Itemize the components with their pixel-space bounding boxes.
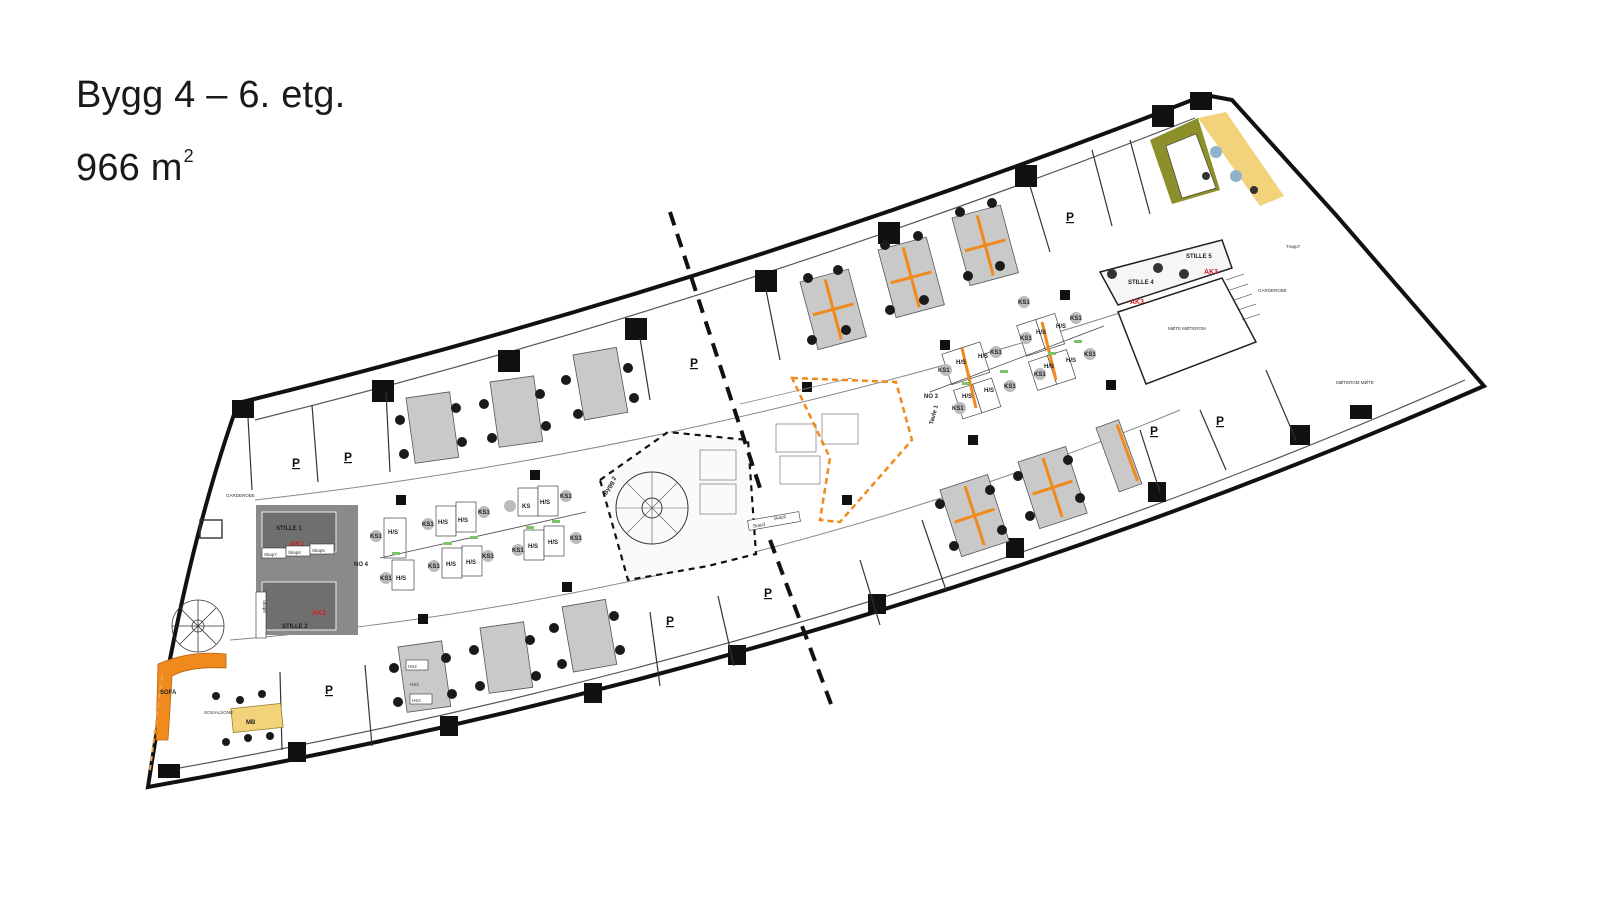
ak-label: AK2 xyxy=(312,610,326,617)
ks-label: KS1 xyxy=(938,368,950,374)
quiet-rooms-left: STILLE 1 STILLE 2 AK1 AK2 Skap7 Skap6 Sk… xyxy=(255,505,358,639)
office-label: P xyxy=(1150,424,1158,438)
quiet-rooms-right: STILLE 4 STILLE 5 AK3 AK3 xyxy=(1098,239,1233,306)
social-zone: SOFA MB SOSIALSONE xyxy=(149,652,284,771)
ks-label: KS1 xyxy=(478,510,490,516)
hs-label: H/S xyxy=(396,576,406,582)
skap2-label: Skap2 xyxy=(773,514,787,521)
motterom-right-label: MØTEROM MØTE xyxy=(1336,380,1374,385)
sosial-label: SOSIALSONE xyxy=(204,710,233,715)
hs-label: H/S xyxy=(1044,364,1054,370)
floor-area: 966 m2 xyxy=(76,146,194,190)
hs-label: H/S xyxy=(962,394,972,400)
ak3b-label: AK3 xyxy=(1204,269,1218,276)
page-title: Bygg 4 – 6. etg. xyxy=(76,74,346,116)
private-offices: P P P P P P P P P xyxy=(292,210,1224,697)
garderobe-right-label: GARDEROBE xyxy=(1258,288,1287,293)
hs2-label: HS2 xyxy=(412,698,421,703)
hs-label: H/S xyxy=(978,354,988,360)
hs-label: H/S xyxy=(466,560,476,566)
desk-clusters xyxy=(397,346,629,713)
trapp-label: Trapp7 xyxy=(1286,244,1301,249)
hs-label: H/S xyxy=(548,540,558,546)
office-label: P xyxy=(666,614,674,628)
ak3-label: AK3 xyxy=(1130,299,1144,306)
no4-label: NO 4 xyxy=(354,562,369,568)
no3-label: NO 3 xyxy=(924,394,939,400)
tavle1-label: Tavle 1 xyxy=(929,404,940,425)
ks-label: KS1 xyxy=(560,494,572,500)
stair-right xyxy=(1225,273,1261,321)
ks-label: KS1 xyxy=(1004,384,1016,390)
office-label: P xyxy=(764,586,772,600)
office-partitions-top xyxy=(247,139,1151,491)
ks-label: KS1 xyxy=(1070,316,1082,322)
garderobe-left-label: GARDEROBE xyxy=(226,493,255,498)
meeting-rooms: MØTE MØTEROM MØTEROM MØTE GARDEROBE Trap… xyxy=(226,244,1374,498)
office-partitions-bottom xyxy=(279,369,1297,751)
hs2-label: HS2 xyxy=(408,664,417,669)
office-label: P xyxy=(344,450,352,464)
ks-label: KS1 xyxy=(380,576,392,582)
skap6-label: Skap6 xyxy=(288,550,301,555)
office-label: P xyxy=(292,456,300,470)
hs-label: H/S xyxy=(446,562,456,568)
skap3-label: Skap3 xyxy=(752,522,766,529)
columns xyxy=(158,92,1372,778)
ks-label: KS xyxy=(522,504,530,510)
ks-label: KS1 xyxy=(428,564,440,570)
hs-label: H/S xyxy=(540,500,550,506)
hs-label: H/S xyxy=(984,388,994,394)
hs-label: H/S xyxy=(388,530,398,536)
ks-label: KS1 xyxy=(512,548,524,554)
hs-label: H/S xyxy=(956,360,966,366)
ks-label: KS1 xyxy=(1020,336,1032,342)
office-label: P xyxy=(325,683,333,697)
hs-label: H/S xyxy=(1056,324,1066,330)
stille1b-label: STILLE 2 xyxy=(282,624,308,630)
floor-area-value: 966 m xyxy=(76,147,183,189)
ks-label: KS1 xyxy=(482,554,494,560)
ks-label: KS1 xyxy=(370,534,382,540)
ks-label: KS1 xyxy=(990,350,1002,356)
office-label: P xyxy=(690,356,698,370)
hs-label: H/S xyxy=(528,544,538,550)
skap7-label: Skap7 xyxy=(264,552,277,557)
hs-label: H/S xyxy=(1036,330,1046,336)
ak-label: AK1 xyxy=(290,541,304,548)
stille5-label: STILLE 5 xyxy=(1186,254,1212,260)
stille1-label: STILLE 1 xyxy=(276,526,302,532)
section-dividers xyxy=(668,211,836,713)
hotdesk-cluster-left: H/S H/S H/S H/S H/S H/S H/S H/S H/S KS1 … xyxy=(354,485,587,705)
ks-label: KS1 xyxy=(422,522,434,528)
office-label: P xyxy=(1066,210,1074,224)
coffee-corner xyxy=(1150,112,1284,206)
hs-label: H/S xyxy=(458,518,468,524)
skap5-label: Skap5 xyxy=(312,548,325,553)
chairs xyxy=(389,198,1085,707)
skap8-label: Skap8 xyxy=(262,600,267,613)
ks-label: KS1 xyxy=(1034,372,1046,378)
hotdesk-cluster-right: H/S H/S H/S H/S H/S H/S H/S H/S KS1 KS1 … xyxy=(924,296,1105,425)
office-label: P xyxy=(1216,414,1224,428)
ks-label: KS1 xyxy=(1084,352,1096,358)
ks-label: KS1 xyxy=(1018,300,1030,306)
sofa-label: SOFA xyxy=(160,690,177,696)
central-core: Skap3 Skap2 Bygg 2 xyxy=(598,376,914,582)
inner-perimeter-wall-bottom xyxy=(167,379,1466,771)
ks-label: KS1 xyxy=(570,536,582,542)
mb-label: MB xyxy=(246,720,256,726)
floor-area-unit: 2 xyxy=(183,146,194,166)
stille4-label: STILLE 4 xyxy=(1128,280,1154,286)
spiral-stair-left xyxy=(171,519,225,653)
hs2-label: HS2 xyxy=(410,682,419,687)
hs-label: H/S xyxy=(1066,358,1076,364)
ks-label: KS1 xyxy=(952,406,964,412)
hs-label: H/S xyxy=(438,520,448,526)
motterom-left-label: MØTE MØTEROM xyxy=(1168,326,1206,331)
